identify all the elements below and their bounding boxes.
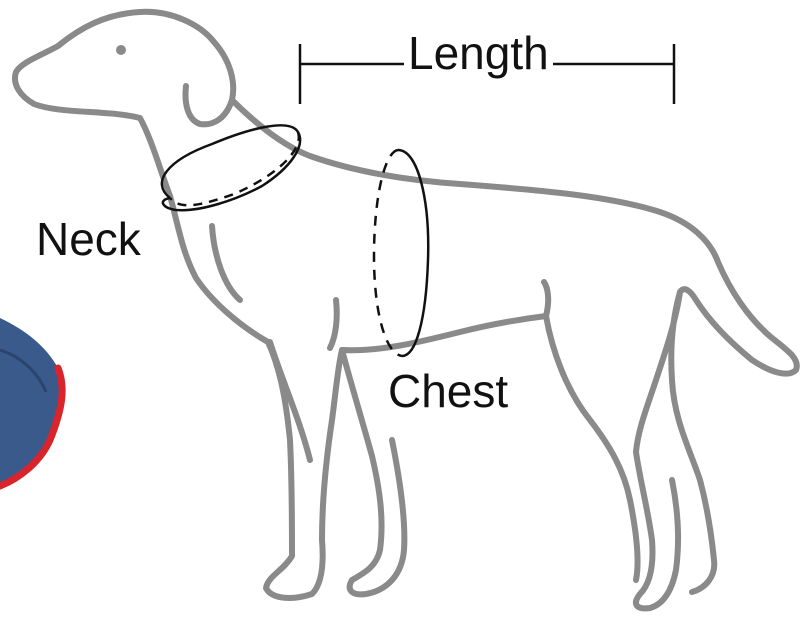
dog-outline	[15, 12, 797, 609]
chest-label: Chest	[388, 368, 508, 414]
chest-measure-ellipse	[374, 150, 428, 356]
neck-label: Neck	[36, 216, 141, 262]
length-label: Length	[404, 30, 553, 76]
dog-coat-fragment	[0, 318, 62, 486]
dog-eye-icon	[116, 45, 126, 55]
